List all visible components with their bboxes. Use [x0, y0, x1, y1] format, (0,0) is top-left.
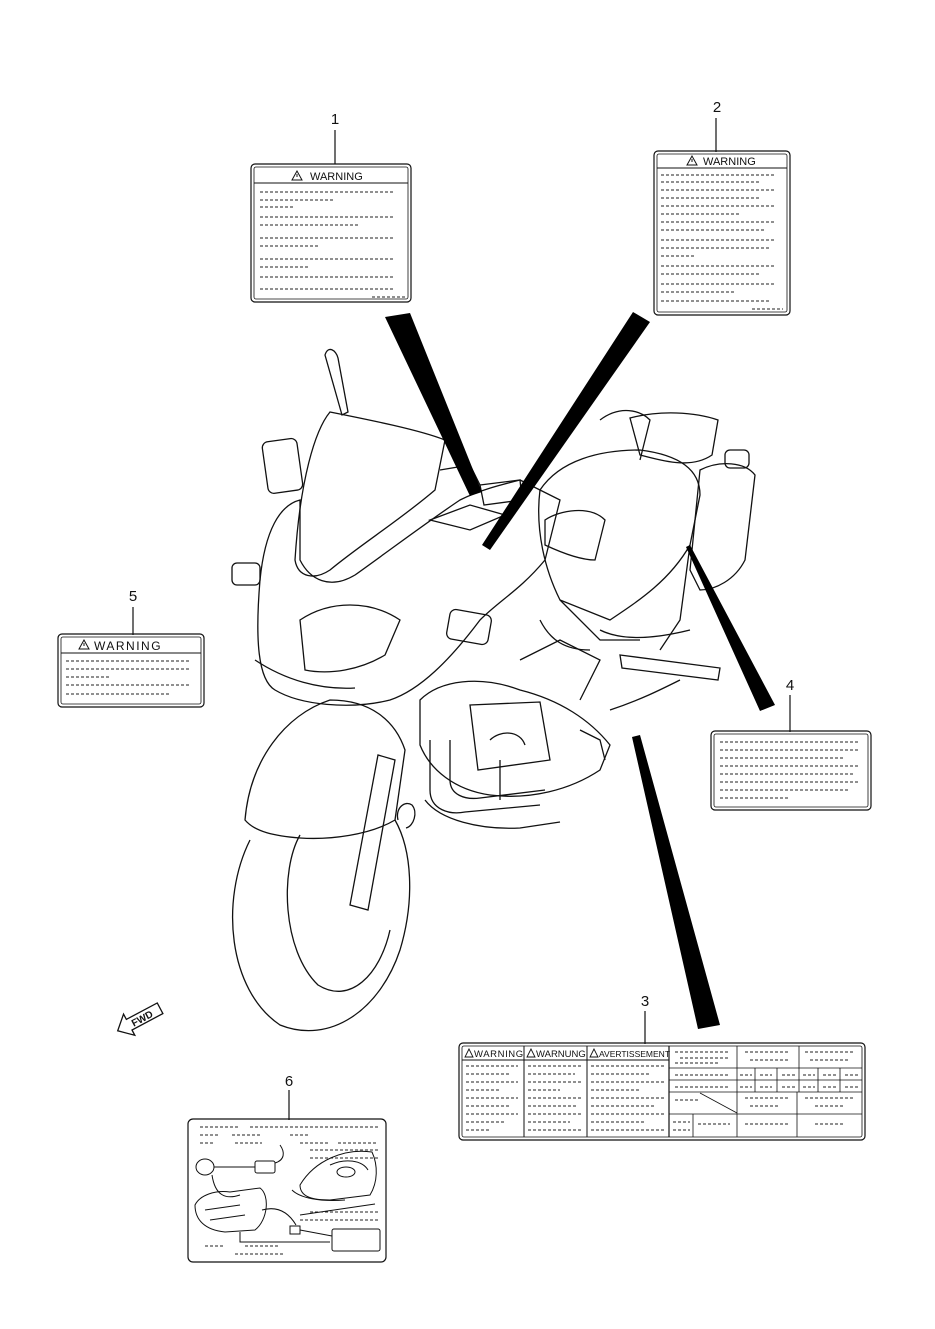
label-1-text-lines	[260, 191, 405, 298]
label-4-group: 4	[710, 677, 872, 811]
label-3-heading-de: WARNUNG	[536, 1049, 586, 1060]
label-3-heading-fr: AVERTISSEMENT	[599, 1049, 670, 1059]
warning-triangle-icon	[464, 1047, 474, 1058]
callout-number-1: 1	[331, 111, 339, 128]
label-6-text-lines	[200, 1126, 380, 1255]
label-5-group: 5 WARNING	[57, 588, 205, 708]
fwd-label: FWD	[130, 1009, 155, 1029]
label-1-group: 1 WARNING	[250, 111, 412, 303]
fuel-tank-sketch	[291, 1150, 377, 1201]
label-6-group: 6	[187, 1073, 387, 1263]
label-5-text-lines	[66, 660, 190, 695]
warning-triangle-icon	[78, 638, 90, 650]
leader-line-3	[632, 735, 720, 1029]
warning-triangle-icon	[291, 169, 303, 181]
warning-triangle-icon	[526, 1047, 536, 1058]
fwd-direction-marker: FWD	[116, 1002, 164, 1037]
label-3-text-lines-fr	[591, 1065, 664, 1131]
callout-number-4: 4	[786, 677, 794, 694]
callout-number-3: 3	[641, 993, 649, 1010]
label-1-heading: WARNING	[310, 171, 363, 183]
label-4-text-lines	[720, 741, 860, 799]
callout-number-5: 5	[129, 588, 137, 605]
label-3-spec-table	[669, 1046, 862, 1137]
callout-number-6: 6	[285, 1073, 293, 1090]
leader-lines	[385, 312, 775, 1029]
callout-number-2: 2	[713, 99, 721, 116]
motorcycle-illustration	[231, 348, 756, 1032]
label-3-heading-en: WARNING	[474, 1049, 524, 1060]
leader-line-4	[686, 545, 775, 711]
label-5-heading: WARNING	[94, 639, 162, 653]
forward-arrow-icon	[116, 1002, 164, 1037]
label-3-text-lines-de	[528, 1065, 582, 1131]
label-3-spec-text	[673, 1051, 858, 1131]
warning-triangle-icon	[686, 154, 698, 166]
leader-line-1	[385, 313, 482, 496]
label-3-text-lines-en	[466, 1065, 518, 1131]
label-2-heading: WARNING	[703, 156, 756, 168]
label-3-group: 3 WARNING WARNUNG AVERTISSEMENT	[458, 993, 866, 1141]
label-2-group: 2 WARNING	[653, 99, 791, 316]
pump-wiring-sketch	[194, 1144, 381, 1252]
leader-line-2	[482, 312, 650, 550]
warning-triangle-icon	[589, 1047, 599, 1058]
label-2-text-lines	[661, 174, 783, 310]
